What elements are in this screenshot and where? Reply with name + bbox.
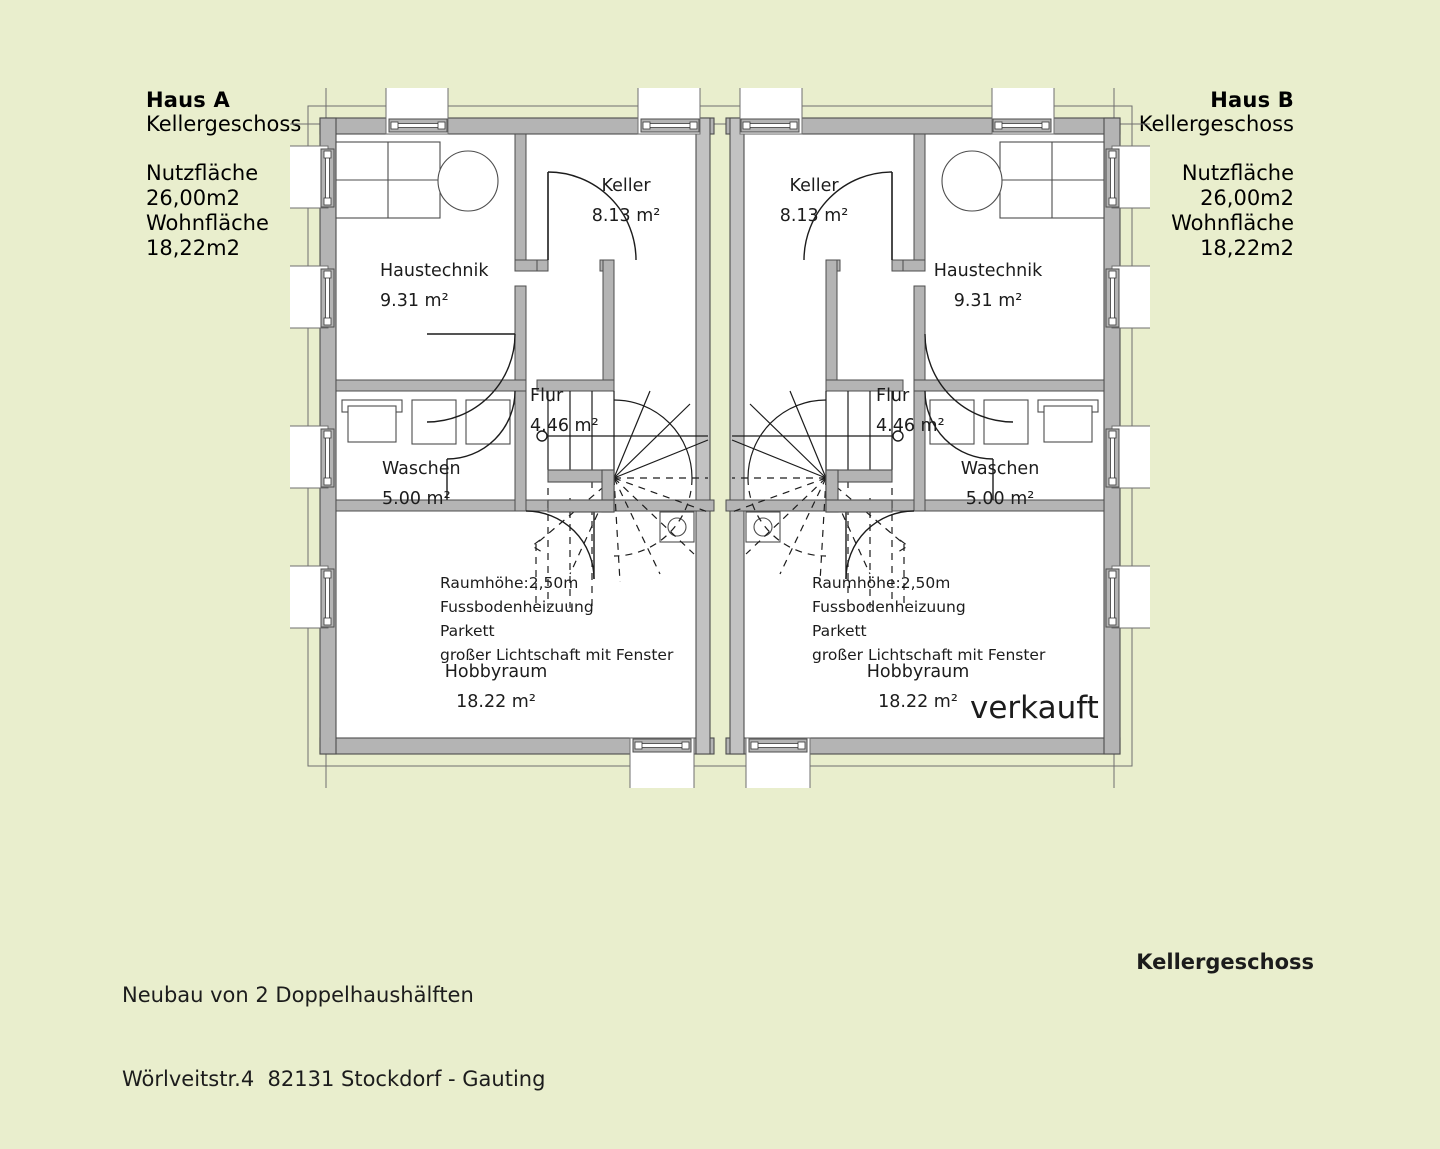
window-right-2 (1105, 265, 1150, 329)
house-a-area-line-2: Wohnfläche (146, 211, 269, 235)
house-a-area-line-0: Nutzfläche (146, 161, 259, 185)
label-waschen-a-area: 5.00 m² (382, 489, 451, 509)
dryer (929, 399, 975, 445)
window-top-2 (739, 88, 803, 135)
house-b-windows (739, 88, 1150, 788)
house-b-waschen-fixtures (929, 399, 1099, 445)
window-top-2 (637, 88, 701, 135)
label-keller-b-area: 8.13 m² (780, 206, 849, 226)
house-a-waschen-fixtures (341, 399, 511, 445)
note-a-3: großer Lichtschaft mit Fenster (440, 646, 674, 664)
note-a-2: Parkett (440, 622, 495, 640)
label-waschen-b-name: Waschen (961, 459, 1040, 479)
floorplan-page: Haus A Kellergeschoss Nutzfläche 26,00m2… (122, 88, 1314, 1091)
house-a-info: Haus A Kellergeschoss Nutzfläche 26,00m2… (146, 88, 301, 261)
note-a-0: Raumhöhe:2,50m (440, 574, 578, 592)
house-b-info: Haus B Kellergeschoss Nutzfläche 26,00m2… (1139, 88, 1294, 261)
house-b-area-line-3: 18,22m2 (1200, 236, 1294, 260)
house-b-staircase (731, 390, 910, 608)
note-b-0: Raumhöhe:2,50m (812, 574, 950, 592)
boiler-circle (941, 150, 1003, 212)
note-a-1: Fussbodenheizuung (440, 598, 594, 616)
label-haustechnik-a-area: 9.31 m² (380, 291, 449, 311)
house-a-floor: Kellergeschoss (146, 112, 302, 136)
label-haustechnik-b-name: Haustechnik (934, 261, 1043, 281)
project-caption-line2: Wörlveitstr.4 82131 Stockdorf - Gauting (122, 1067, 546, 1091)
window-left-1 (290, 145, 335, 209)
project-caption: Neubau von 2 Doppelhaushälften Wörlveits… (122, 925, 545, 1149)
label-keller-a-name: Keller (601, 176, 651, 196)
window-bottom-1 (629, 737, 695, 788)
note-b-2: Parkett (812, 622, 867, 640)
sink (347, 405, 397, 443)
window-left-2 (290, 265, 335, 329)
window-left-3 (290, 425, 335, 489)
label-flur-b-name: Flur (876, 386, 910, 406)
house-a-title: Haus A (146, 88, 230, 112)
house-b-plan (725, 88, 1150, 788)
house-a-area-line-3: 18,22m2 (146, 236, 240, 260)
sold-badge: verkauft (970, 690, 1099, 726)
house-a-haustechnik-equipment (335, 141, 499, 219)
house-b-floor: Kellergeschoss (1138, 112, 1294, 136)
house-b-haustechnik-equipment (941, 141, 1105, 219)
label-waschen-a-name: Waschen (382, 459, 461, 479)
house-a-doors (426, 171, 637, 580)
house-a-area: Nutzfläche 26,00m2 Wohnfläche 18,22m2 (146, 161, 301, 261)
house-b-notes: Raumhöhe:2,50m Fussbodenheizuung Parkett… (812, 574, 1046, 664)
house-b-title: Haus B (1210, 88, 1294, 112)
window-right-3 (1105, 425, 1150, 489)
label-haustechnik-a-name: Haustechnik (380, 261, 489, 281)
house-b-interior-walls (725, 133, 1105, 512)
house-a-area-line-1: 26,00m2 (146, 186, 240, 210)
house-b-area-line-2: Wohnfläche (1171, 211, 1294, 235)
house-b-area: Nutzfläche 26,00m2 Wohnfläche 18,22m2 (1139, 161, 1294, 261)
house-a-plan: Keller 8.13 m² Haustechnik 9.31 m² Flur … (290, 88, 715, 788)
window-bottom-1 (745, 737, 811, 788)
house-a-notes: Raumhöhe:2,50m Fussbodenheizuung Parkett… (440, 574, 674, 664)
house-a-interior-walls (335, 133, 715, 512)
house-b-area-line-0: Nutzfläche (1181, 161, 1294, 185)
label-keller-b-name: Keller (789, 176, 839, 196)
dryer (465, 399, 511, 445)
note-b-1: Fussbodenheizuung (812, 598, 966, 616)
window-top-1 (991, 88, 1055, 135)
label-keller-a-area: 8.13 m² (592, 206, 661, 226)
label-haustechnik-b-area: 9.31 m² (954, 291, 1023, 311)
house-b-doors (803, 171, 1014, 580)
footer-floor-label: Kellergeschoss (1136, 950, 1314, 974)
newel-post (892, 430, 904, 442)
boiler-circle (437, 150, 499, 212)
label-hobbyraum-a-area: 18.22 m² (456, 692, 536, 712)
label-hobbyraum-b-area: 18.22 m² (878, 692, 958, 712)
label-flur-b-area: 4.46 m² (876, 416, 945, 436)
house-b-room-labels: Keller 8.13 m² Haustechnik 9.31 m² Flur … (780, 176, 1043, 712)
window-left-4 (290, 565, 335, 629)
label-hobbyraum-a-name: Hobbyraum (445, 662, 548, 682)
window-top-1 (385, 88, 449, 135)
label-flur-a-area: 4.46 m² (530, 416, 599, 436)
house-b-area-line-1: 26,00m2 (1200, 186, 1294, 210)
newel-post (536, 430, 548, 442)
label-hobbyraum-b-name: Hobbyraum (867, 662, 970, 682)
floorplan-drawing: Keller 8.13 m² Haustechnik 9.31 m² Flur … (290, 88, 1150, 788)
project-caption-line1: Neubau von 2 Doppelhaushälften (122, 983, 474, 1007)
note-b-3: großer Lichtschaft mit Fenster (812, 646, 1046, 664)
sink (1043, 405, 1093, 443)
house-a-staircase (530, 390, 709, 608)
house-a-room-labels: Keller 8.13 m² Haustechnik 9.31 m² Flur … (380, 176, 660, 712)
house-a-windows (290, 88, 701, 788)
window-right-1 (1105, 145, 1150, 209)
label-waschen-b-area: 5.00 m² (966, 489, 1035, 509)
window-right-4 (1105, 565, 1150, 629)
label-flur-a-name: Flur (530, 386, 564, 406)
